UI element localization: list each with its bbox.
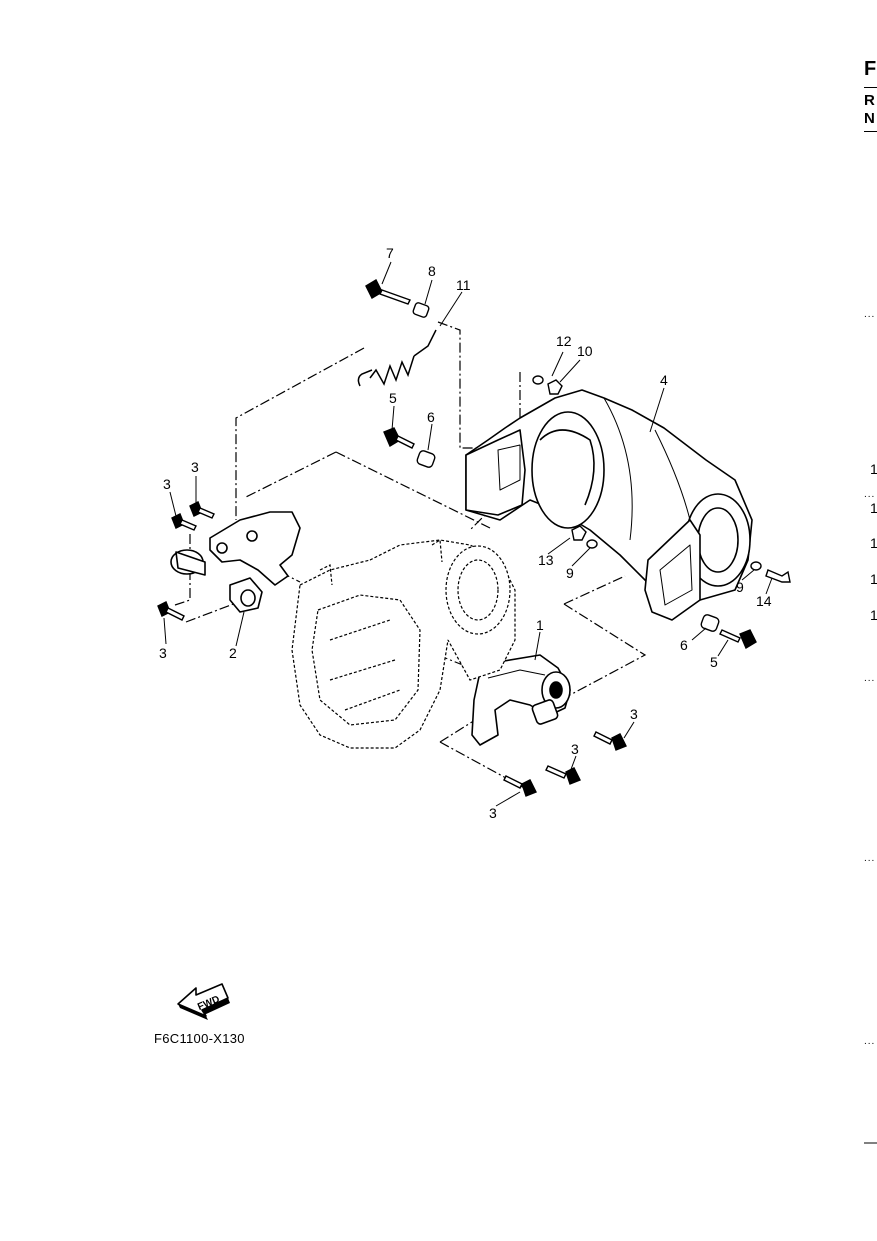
edge-dots-1: ... [864,309,876,320]
collar-8 [412,302,430,318]
bolt-3-b [189,501,215,519]
edge-num-1: 1 [870,461,877,477]
edge-dots-3: ... [864,673,876,684]
impeller-housing [291,538,516,749]
edge-dots-4: ... [864,853,876,864]
edge-header-f: F [864,58,877,80]
bolt-3-a [171,513,197,531]
edge-num-5: 1 [870,607,877,623]
callout-3-d: 3 [630,706,638,722]
edge-dots-2: ... [864,489,876,500]
bolt-3-c [157,601,185,621]
callout-5-upper: 5 [389,390,397,406]
mount-bracket-2 [170,511,301,613]
callout-9-left: 9 [566,565,574,581]
callout-3-c: 3 [159,645,167,661]
forward-arrow-icon: FWD [177,983,230,1020]
callout-14: 14 [756,593,772,609]
callout-8: 8 [428,263,436,279]
nut-13 [571,525,587,541]
callout-1: 1 [536,617,544,633]
callout-2: 2 [229,645,237,661]
edge-num-2: 1 [870,500,877,516]
bolt-3-d [593,731,627,751]
jet-pump-housing [465,389,753,621]
callout-4: 4 [660,372,668,388]
callout-3-b: 3 [163,476,171,492]
fitting-14 [765,569,791,583]
edge-num-4: 1 [870,571,877,587]
bolt-7 [365,279,411,305]
nut-10 [547,379,563,395]
edge-header-r: R [864,92,875,109]
callout-3-e: 3 [571,741,579,757]
bolt-5-lower [719,629,757,650]
washer-9-left [586,539,598,549]
spring-11 [357,329,437,387]
callout-9-right: 9 [736,579,744,595]
callout-5-lower: 5 [710,654,718,670]
callout-labels: 7 8 11 12 10 4 5 6 3 3 13 9 9 14 1 6 5 3… [159,245,772,821]
callout-12: 12 [556,333,572,349]
callout-3-f: 3 [489,805,497,821]
sleeve-6-upper [416,450,436,468]
sleeve-6-lower [700,614,720,632]
callout-6-upper: 6 [427,409,435,425]
leader-lines [163,261,773,807]
edge-rule-2 [864,131,877,132]
edge-dots-5: ... [864,1036,876,1047]
fasteners [157,279,791,797]
edge-num-3: 1 [870,535,877,551]
callout-7: 7 [386,245,394,261]
washer-9-right [750,561,762,571]
edge-bottom-dash: — [864,1134,877,1151]
bolt-3-e [545,765,581,785]
washer-12 [532,375,544,385]
callout-3-a: 3 [191,459,199,475]
callout-10: 10 [577,343,593,359]
bolt-3-f [503,775,537,797]
callout-11: 11 [456,277,471,293]
bolt-5-upper [383,427,415,449]
mount-bracket-1 [471,654,571,746]
edge-header-n: N [864,110,875,127]
callout-13: 13 [538,552,554,568]
callout-6-lower: 6 [680,637,688,653]
edge-rule-1 [864,87,877,88]
figure-code: F6C1100-X130 [154,1031,245,1046]
